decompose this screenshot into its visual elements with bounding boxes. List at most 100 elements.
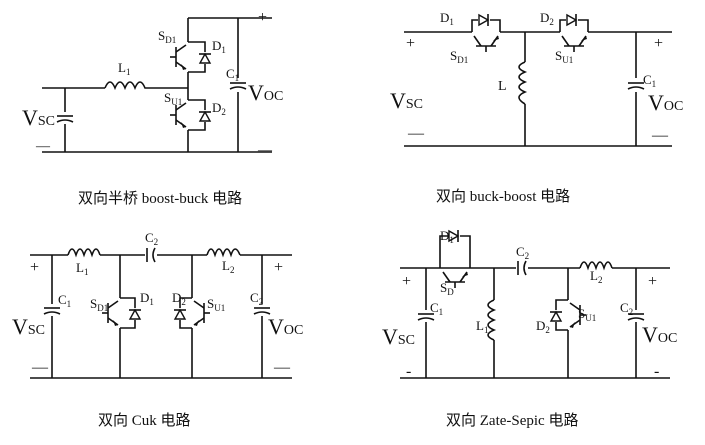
c1-minus-in: —: [35, 139, 51, 154]
c4-d2: D: [536, 318, 545, 333]
c1-vsc-sub: SC: [38, 114, 55, 129]
circuit-cuk: + + — — VSC VOC L1 L2 C2 C1 C2 SD1 SU1 D…: [12, 230, 303, 429]
c1-d2: D: [212, 100, 221, 115]
svg-text:C2: C2: [516, 244, 529, 261]
c3-l2: L: [222, 258, 230, 273]
c3-voc: V: [268, 314, 284, 339]
svg-text:VOC: VOC: [248, 80, 283, 105]
c3-d1: D: [140, 290, 149, 305]
svg-text:D1: D1: [212, 38, 226, 55]
svg-text:VOC: VOC: [268, 314, 303, 339]
c4-plus-out: +: [648, 273, 657, 290]
svg-text:C2: C2: [620, 300, 633, 317]
svg-text:C1: C1: [58, 292, 71, 309]
c2-plus-out: +: [654, 35, 663, 52]
c4-su1: S: [578, 306, 585, 321]
c3-c1: C: [58, 292, 67, 307]
c2-su1: S: [555, 48, 562, 63]
caption-boost-buck: 双向半桥 boost-buck 电路: [78, 190, 242, 207]
c2-vsc: V: [390, 88, 406, 113]
c1-d1: D: [212, 38, 221, 53]
c1-plus-out: +: [258, 9, 267, 26]
svg-text:VSC: VSC: [382, 324, 415, 349]
c2-cap: C: [643, 72, 652, 87]
c4-d1: D: [440, 228, 449, 243]
caption-buck-boost: 双向 buck-boost 电路: [436, 188, 570, 205]
c2-sd1: S: [450, 48, 457, 63]
c1-minus-out: —: [257, 143, 273, 158]
c2-l: L: [498, 79, 507, 94]
svg-text:L1: L1: [118, 60, 130, 77]
svg-text:SU1: SU1: [164, 90, 182, 107]
c3-plus-in: +: [30, 259, 39, 276]
svg-text:VOC: VOC: [648, 90, 683, 115]
c3-minus-in: —: [31, 359, 49, 376]
c3-d2: D: [172, 290, 181, 305]
svg-text:L2: L2: [222, 258, 234, 275]
circuit-boost-buck: + — — VSC VOC L1 C1 SD1 SU1 D1 D2 双向半桥 b…: [22, 9, 283, 207]
svg-text:D1: D1: [140, 290, 154, 307]
svg-text:VOC: VOC: [642, 322, 677, 347]
c1-sd1: S: [158, 28, 165, 43]
c3-l1: L: [76, 260, 84, 275]
svg-text:L2: L2: [590, 268, 602, 285]
c4-sd: S: [440, 280, 447, 295]
c3-vsc: V: [12, 314, 28, 339]
c1-l1: L: [118, 60, 126, 75]
c3-sd1: S: [90, 296, 97, 311]
c2-minus-in: —: [407, 125, 425, 142]
c4-voc: V: [642, 322, 658, 347]
c3-plus-out: +: [274, 259, 283, 276]
c1-vsc: V: [22, 105, 38, 130]
svg-text:SU1: SU1: [578, 306, 596, 323]
c3-su1: S: [207, 296, 214, 311]
svg-text:VSC: VSC: [390, 88, 423, 113]
svg-text:D2: D2: [172, 290, 186, 307]
svg-text:D1: D1: [440, 10, 454, 27]
svg-text:D2: D2: [540, 10, 554, 27]
circuit-zate-sepic: + + - - VSC VOC L1 L2 C2 C1 C2 SD SU1 D1…: [382, 228, 677, 429]
c1-voc: V: [248, 80, 264, 105]
svg-text:VSC: VSC: [22, 105, 55, 130]
c2-plus-in: +: [406, 35, 415, 52]
c1-voc-sub: OC: [264, 89, 283, 104]
svg-text:SD1: SD1: [450, 48, 468, 65]
svg-text:SD: SD: [440, 280, 454, 297]
caption-cuk: 双向 Cuk 电路: [98, 412, 191, 429]
svg-text:SU1: SU1: [555, 48, 573, 65]
c2-minus-out: —: [651, 127, 669, 144]
svg-text:D2: D2: [536, 318, 550, 335]
c1-su1: S: [164, 90, 171, 105]
c4-c2b: C: [620, 300, 629, 315]
c4-minus-in: -: [406, 363, 411, 380]
circuit-buck-boost: + + — — VSC VOC L C1 SD1 SU1 D1 D2 双向 bu…: [390, 10, 683, 205]
c4-minus-out: -: [654, 363, 659, 380]
c2-voc: V: [648, 90, 664, 115]
svg-text:SD1: SD1: [90, 296, 108, 313]
c3-minus-out: —: [273, 359, 291, 376]
svg-text:C2: C2: [250, 290, 263, 307]
svg-text:C2: C2: [145, 230, 158, 247]
c4-l2: L: [590, 268, 598, 283]
c4-plus-in: +: [402, 273, 411, 290]
svg-text:D2: D2: [212, 100, 226, 117]
c4-c2: C: [516, 244, 525, 259]
svg-text:L1: L1: [476, 318, 488, 335]
c2-d2: D: [540, 10, 549, 25]
c1-cap: C: [226, 66, 235, 81]
svg-text:C1: C1: [430, 300, 443, 317]
svg-text:VSC: VSC: [12, 314, 45, 339]
c4-vsc: V: [382, 324, 398, 349]
svg-text:C1: C1: [226, 66, 239, 83]
caption-zate-sepic: 双向 Zate-Sepic 电路: [446, 412, 578, 429]
c4-c1: C: [430, 300, 439, 315]
c2-d1: D: [440, 10, 449, 25]
svg-text:SU1: SU1: [207, 296, 225, 313]
c3-c2b: C: [250, 290, 259, 305]
svg-text:L1: L1: [76, 260, 88, 277]
svg-text:C1: C1: [643, 72, 656, 89]
c3-c2: C: [145, 230, 154, 245]
svg-text:D1: D1: [440, 228, 454, 245]
c4-l1: L: [476, 318, 484, 333]
